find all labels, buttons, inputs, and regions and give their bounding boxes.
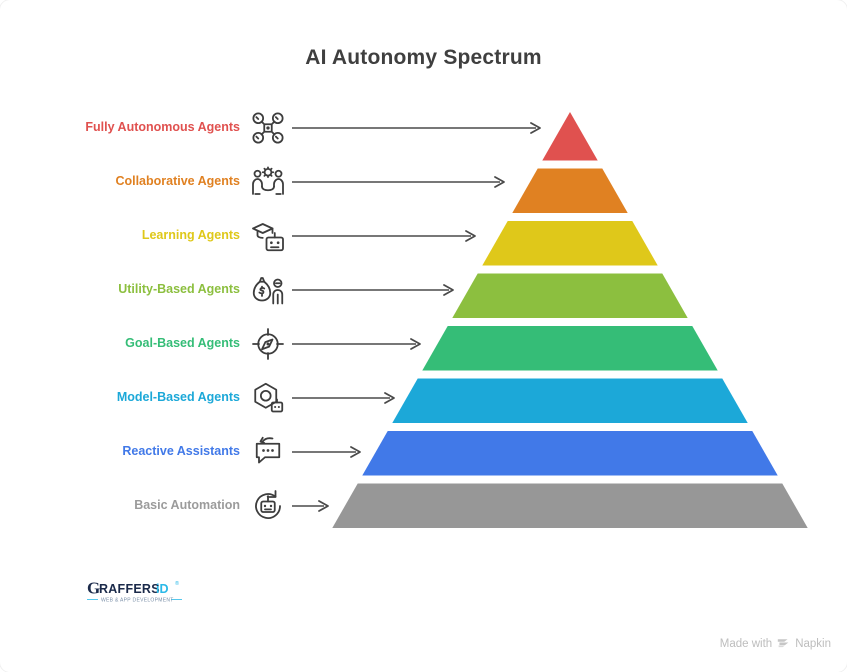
logo-wordmark-accent: iD xyxy=(156,582,169,596)
watermark-prefix: Made with xyxy=(719,638,773,650)
pyramid-row-6[interactable]: Model-Based Agents xyxy=(0,382,847,442)
arrow-right-icon-1 xyxy=(292,122,544,134)
arrow-right-icon-6 xyxy=(292,392,398,404)
hexagon-camera-robot-icon xyxy=(250,380,286,416)
arrow-right-icon-8 xyxy=(292,500,332,512)
level-label-3: Learning Agents xyxy=(141,228,240,242)
pyramid-row-2[interactable]: Collaborative Agents xyxy=(0,166,847,226)
logo-superscript: ® xyxy=(175,580,179,587)
level-label-8: Basic Automation xyxy=(134,498,240,512)
graduation-cap-robot-icon xyxy=(250,218,286,254)
arrow-right-icon-7 xyxy=(292,446,364,458)
level-label-5: Goal-Based Agents xyxy=(125,336,240,350)
pyramid-row-5[interactable]: Goal-Based Agents xyxy=(0,328,847,388)
chat-bubble-reply-icon xyxy=(250,434,286,470)
pyramid-row-1[interactable]: Fully Autonomous Agents xyxy=(0,112,847,172)
arrow-right-icon-5 xyxy=(292,338,424,350)
logo-wordmark-main: RAFFERS xyxy=(99,582,160,596)
level-label-4: Utility-Based Agents xyxy=(118,282,240,296)
pyramid-row-8[interactable]: Basic Automation xyxy=(0,490,847,550)
pyramid-row-3[interactable]: Learning Agents xyxy=(0,223,847,280)
arrow-right-icon-3 xyxy=(292,230,479,242)
pyramid-row-7[interactable]: Reactive Assistants xyxy=(0,436,847,496)
money-bag-person-icon xyxy=(250,272,286,308)
collaboration-people-gear-icon xyxy=(250,164,286,200)
level-label-2: Collaborative Agents xyxy=(115,174,240,188)
drone-icon xyxy=(250,110,286,146)
napkin-watermark: Made with Napkin xyxy=(720,636,831,652)
pyramid-row-4[interactable]: Utility-Based Agents xyxy=(0,277,847,334)
level-label-6: Model-Based Agents xyxy=(116,390,240,404)
logo-lead-letter: G xyxy=(87,579,100,598)
target-compass-icon xyxy=(250,326,286,362)
watermark-brand: Napkin xyxy=(795,638,831,650)
arrow-right-icon-2 xyxy=(292,176,508,188)
logo-tagline: WEB & APP DEVELOPMENT xyxy=(101,598,174,604)
graffersid-logo: G RAFFERS iD ® WEB & APP DEVELOPMENT xyxy=(86,576,186,612)
robot-refresh-icon xyxy=(250,488,286,524)
arrow-right-icon-4 xyxy=(292,284,457,296)
napkin-logo-icon xyxy=(777,636,790,652)
page-title: AI Autonomy Spectrum xyxy=(305,46,542,69)
level-label-1: Fully Autonomous Agents xyxy=(85,120,240,134)
level-label-7: Reactive Assistants xyxy=(122,444,240,458)
